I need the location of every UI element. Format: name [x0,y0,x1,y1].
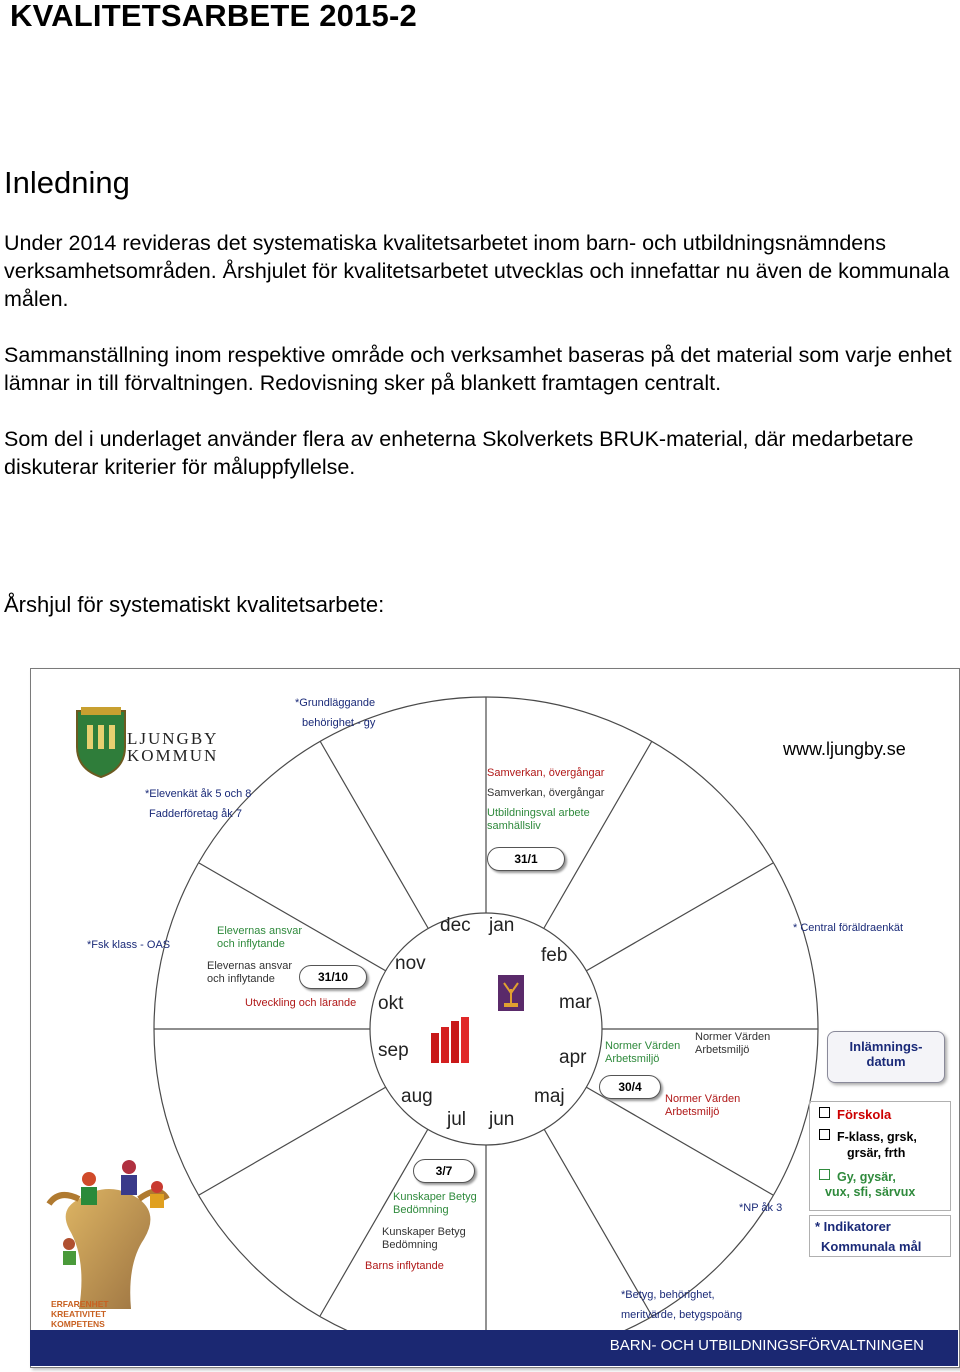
note-ansvar-green-2: och inflytande [217,938,285,950]
legend-item-forskola: Förskola [819,1107,891,1122]
legend-fklass-label-2: grsär, frth [847,1146,906,1160]
note-normer-1: Normer Värden [695,1031,771,1043]
note-grundlaggande-1: *Grundläggande [295,697,376,709]
logo-name-line1: LJUNGBY [127,729,219,748]
legend-kommunala-mal: Kommunala mål [821,1239,922,1254]
month-dec: dec [440,915,471,936]
checkbox-icon [819,1129,830,1140]
legend-title-1: Inlämnings- [849,1039,923,1054]
legend-gy-label-2: vux, sfi, särvux [825,1185,916,1199]
compilation-paragraph: Sammanställning inom respektive område o… [4,343,952,395]
month-mar: mar [559,992,592,1013]
legend-forskola-label: Förskola [837,1107,892,1122]
month-aug: aug [401,1086,433,1107]
note-normer-2: Arbetsmiljö [695,1044,750,1056]
note-betyg-2: meritvärde, betygspoäng [621,1309,743,1321]
legend-fklass-label: F-klass, grsk, [837,1130,917,1144]
checkbox-icon [819,1169,830,1180]
deadline-31-10: 31/10 [299,965,367,989]
note-elevenkat: *Elevenkät åk 5 och 8 [145,788,252,800]
legend-item-fklass: F-klass, grsk, [819,1129,917,1144]
legend-gy-label: Gy, gysär, [837,1170,896,1184]
section-heading: Inledning [4,165,130,200]
indicator-box [809,1215,951,1257]
month-feb: feb [541,945,568,966]
document-title: KVALITETSARBETE 2015-2 [10,0,417,33]
note-fadderforetag: Fadderföretag åk 7 [149,808,242,820]
tree-emblem-icon [498,975,524,1011]
note-normer-red-1: Normer Värden [665,1093,741,1105]
note-kunskaper-green-2: Bedömning [393,1204,449,1216]
note-samverkan-red: Samverkan, övergångar [487,767,605,779]
logo-name-line2: KOMMUN [127,746,219,765]
note-fsk-klass: *Fsk klass - OAS [87,939,171,951]
intro-paragraph: Under 2014 revideras det systematiska kv… [4,231,950,311]
note-foraldraenkat: * Central föräldraenkät [793,922,904,934]
coat-of-arms-icon [76,707,126,779]
badge-line-2: KREATIVITET [51,1309,107,1319]
note-utbildningsval-1: Utbildningsval arbete [487,807,590,819]
month-dividers [154,697,818,1361]
note-betyg-1: *Betyg, behörighet, [621,1289,715,1301]
note-utveckling: Utveckling och lärande [245,997,357,1009]
bruk-paragraph: Som del i underlaget använder flera av e… [4,427,914,479]
checkbox-icon [819,1107,830,1118]
note-utbildningsval-2: samhällsliv [487,820,541,832]
badge-line-1: ERFARENHET [51,1299,109,1309]
note-normer-red-2: Arbetsmiljö [665,1106,720,1118]
note-normer-green-1: Normer Värden [605,1040,681,1052]
deadline-31-1: 31/1 [487,847,565,871]
month-jul: jul [447,1109,467,1130]
legend-box [809,1101,951,1211]
legend-indikatorer: * Indikatorer [815,1219,891,1234]
deadline-3-7: 3/7 [413,1159,475,1183]
month-apr: apr [559,1047,587,1068]
note-normer-green-2: Arbetsmiljö [605,1053,660,1065]
note-grundlaggande-2: behörighet - gy [302,717,376,729]
note-kunskaper-green-1: Kunskaper Betyg [393,1191,477,1203]
month-nov: nov [395,953,426,974]
month-maj: maj [534,1086,565,1107]
erfarenhet-badge: ERFARENHET KREATIVITET KOMPETENS [51,1299,109,1329]
bar-chart-icon [431,1017,469,1063]
month-jan: jan [489,915,515,936]
badge-line-3: KOMPETENS [51,1319,105,1329]
footer-bar [30,1330,958,1366]
note-samverkan: Samverkan, övergångar [487,787,605,799]
legend-item-gy: Gy, gysär, [819,1169,896,1184]
note-barns-inflytande: Barns inflytande [365,1260,444,1272]
note-ansvar-2: och inflytande [207,973,275,985]
month-okt: okt [378,993,404,1014]
deadline-30-4: 30/4 [599,1075,661,1099]
wheel-graphic [46,696,819,1362]
note-kunskaper-2: Bedömning [382,1239,438,1251]
note-ansvar-green-1: Elevernas ansvar [217,925,302,937]
footer-department-name: BARN- OCH UTBILDNINGSFÖRVALTNINGEN [609,1337,924,1354]
legend-title-box: Inlämnings- datum [827,1031,945,1083]
wheel-heading: Årshjul för systematiskt kvalitetsarbete… [4,592,385,617]
month-jun: jun [489,1109,515,1130]
website-url[interactable]: www.ljungby.se [783,739,906,759]
tree-children-illustration [46,1160,170,1309]
note-np-ak3: *NP åk 3 [739,1202,783,1214]
legend-title-2: datum [866,1054,906,1069]
month-sep: sep [378,1040,409,1061]
note-ansvar-1: Elevernas ansvar [207,960,292,972]
annual-wheel-figure: LJUNGBY KOMMUN www.ljungby.se dec jan fe… [30,668,960,1368]
note-kunskaper-1: Kunskaper Betyg [382,1226,466,1238]
